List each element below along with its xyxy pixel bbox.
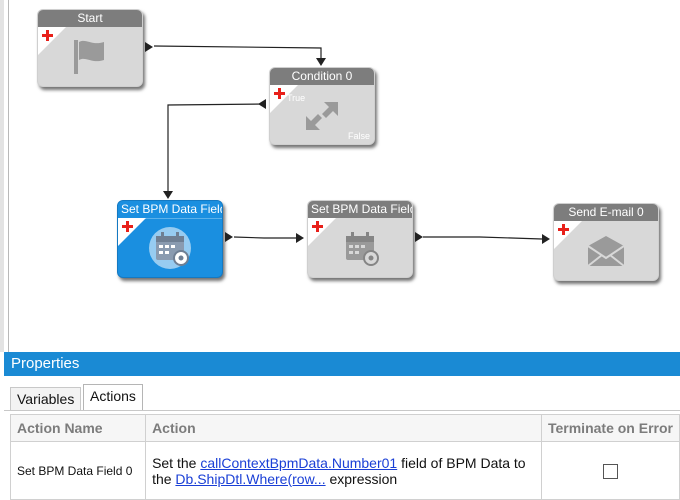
true-label: True [287,93,306,103]
input-port[interactable] [258,99,266,109]
action-description-cell: Set the callContextBpmData.Number01 fiel… [145,441,542,500]
workflow-canvas[interactable]: Start Condition 0 True False Set BPM Dat… [0,0,680,352]
tab-variables[interactable]: Variables [10,387,82,410]
arrowhead-condition-in [316,58,326,66]
action-text: field of BPM Data to the [152,454,526,487]
node-fold [308,218,336,246]
node-condition[interactable]: Condition 0 True False [269,67,375,145]
expression-link[interactable]: Db.ShipDtl.Where(row... [175,470,326,487]
connector-set1-set2 [233,236,296,239]
action-name-cell[interactable]: Set BPM Data Field 0 [9,441,147,500]
connector-condition-set1 [167,103,267,191]
calendar-gear-icon [149,227,191,269]
envelope-icon [587,236,625,267]
node-start[interactable]: Start [37,9,143,87]
output-port[interactable] [415,232,423,242]
output-port[interactable] [225,232,233,242]
node-title: Condition 0 [270,68,374,85]
calendar-gear-icon [346,232,379,266]
add-icon[interactable] [274,88,285,99]
properties-title: Properties [4,352,680,376]
node-fold [38,27,66,55]
node-fold [118,218,146,246]
node-send-email-0[interactable]: Send E-mail 0 [553,203,659,281]
node-title: Set BPM Data Field [118,201,222,219]
add-icon[interactable] [122,221,133,232]
add-icon[interactable] [42,30,53,41]
node-fold [554,221,582,249]
grid-header-row: Action Name Action Terminate on Error [9,414,680,442]
terminate-on-error-checkbox[interactable] [602,463,618,479]
table-row[interactable]: Set BPM Data Field 0 Set the callContext… [9,441,680,500]
actions-grid: Action Name Action Terminate on Error Se… [9,414,680,500]
field-link[interactable]: callContextBpmData.Number01 [200,454,398,471]
connector-set2-email [423,236,543,240]
column-header-terminate-on-error[interactable]: Terminate on Error [540,414,680,442]
arrowhead-email-in [542,234,550,244]
node-fold [270,85,298,113]
node-title: Send E-mail 0 [554,204,658,221]
tab-actions[interactable]: Actions [83,384,143,410]
condition-arrows-icon [306,102,338,130]
terminate-on-error-cell [540,441,680,500]
canvas-divider [8,0,9,352]
arrowhead-set2-in [296,233,304,243]
column-header-action[interactable]: Action [145,414,542,442]
add-icon[interactable] [312,221,323,232]
false-label: False [347,131,370,141]
properties-panel: Properties Variables Actions Action Name… [4,352,680,500]
arrowhead-set1-in [163,191,173,199]
node-set-bpm-data-field-1[interactable]: Set BPM Data Field [307,200,413,278]
add-icon[interactable] [558,224,569,235]
flag-icon [74,40,104,74]
output-port[interactable] [145,42,153,52]
action-text: Set the [152,454,201,471]
node-set-bpm-data-field-0[interactable]: Set BPM Data Field [117,200,223,278]
connector-layer [153,45,550,244]
properties-tabs: Variables Actions [4,376,680,411]
node-title: Set BPM Data Field [308,201,412,218]
connector-start-condition [153,45,322,58]
action-text: expression [325,470,398,487]
column-header-action-name[interactable]: Action Name [9,414,147,442]
node-title: Start [38,10,142,27]
